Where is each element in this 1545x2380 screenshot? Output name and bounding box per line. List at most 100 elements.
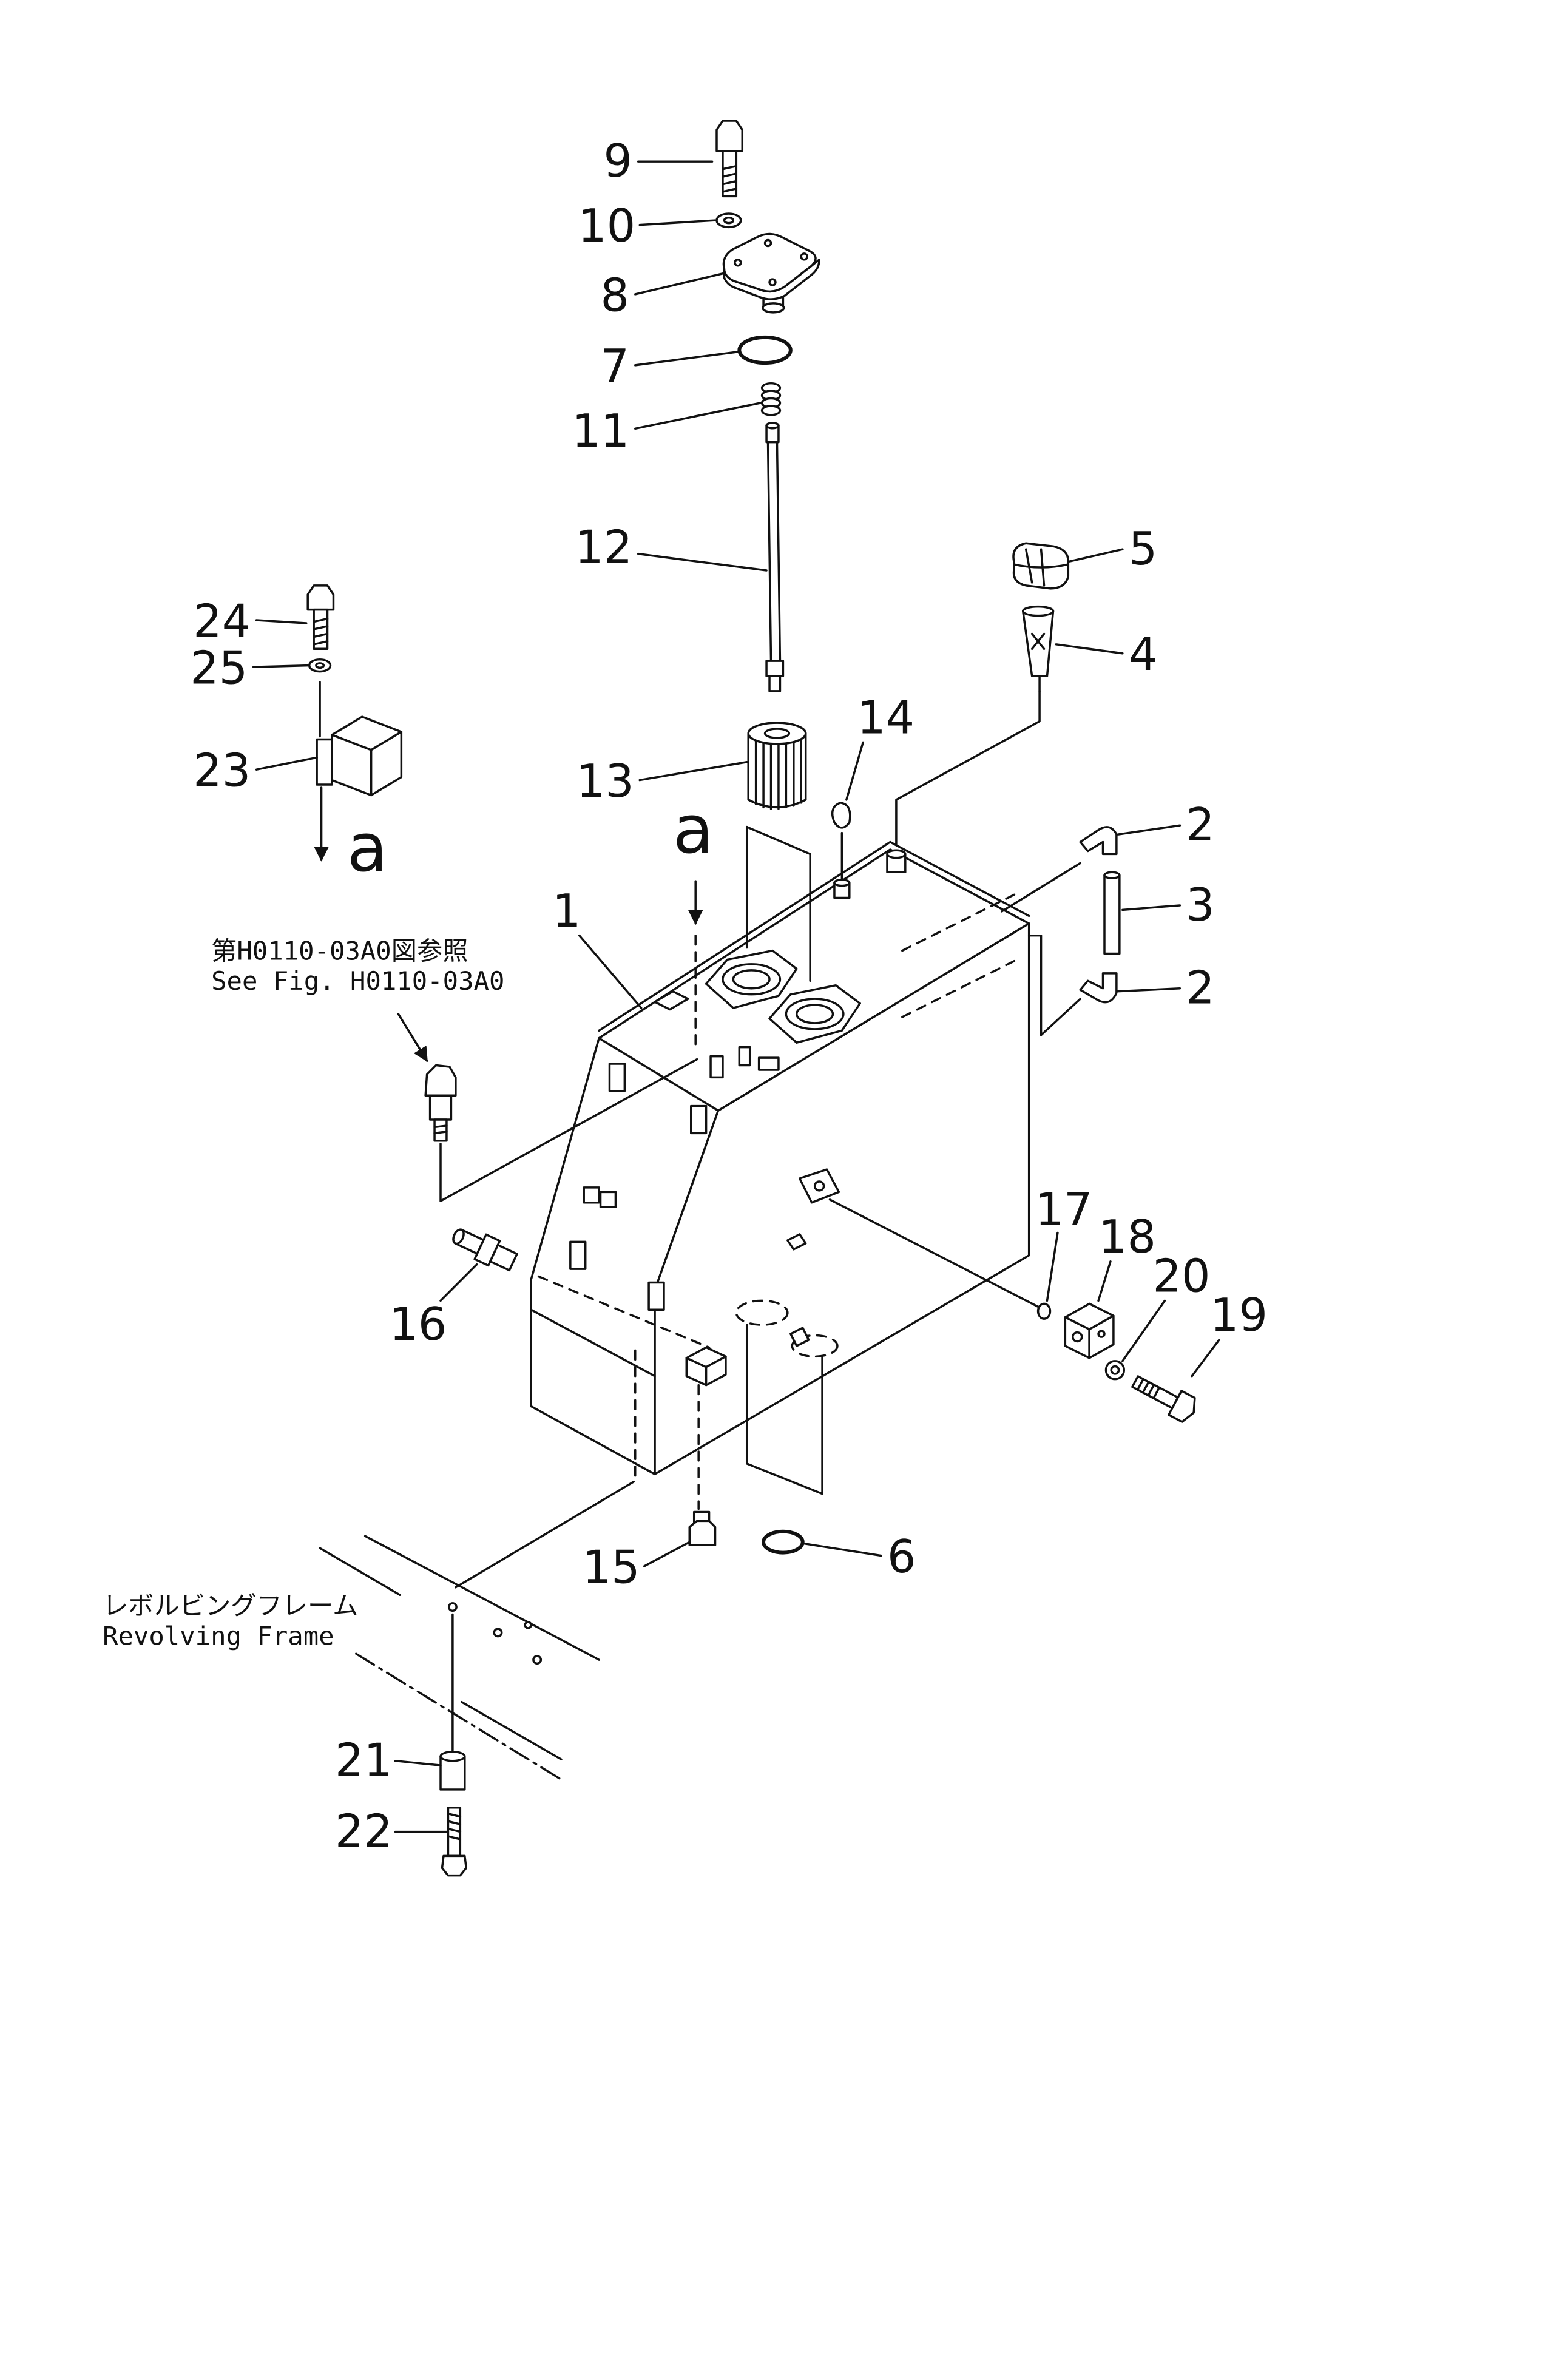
leader-2-lower [1117, 987, 1182, 993]
mount-pad [599, 1191, 617, 1208]
filter-flange-right [768, 984, 861, 1044]
part-24-bolt [306, 584, 335, 651]
leader-1 [578, 934, 643, 1009]
callout-label-14: 14 [857, 692, 914, 745]
tank-top-face [598, 848, 1030, 1112]
callout-label-5: 5 [1129, 522, 1157, 575]
leader-19 [1191, 1339, 1220, 1378]
tank-hidden-line [537, 1275, 711, 1349]
leader-25 [252, 664, 309, 668]
revolving-frame-label-en: Revolving Frame [103, 1621, 334, 1651]
leader-16 [439, 1263, 478, 1302]
part-21-spacer [439, 1751, 466, 1791]
bottom-opening [735, 1299, 789, 1326]
gauge-window [608, 1063, 626, 1092]
callout-label-22: 22 [335, 1805, 393, 1858]
callout-label-1: 1 [552, 885, 581, 938]
part-4-breather-tube [1021, 605, 1055, 692]
top-pad [654, 990, 689, 1011]
part-6-o-ring [762, 1529, 805, 1555]
leader-lines [252, 160, 1220, 1833]
leader-12 [637, 552, 768, 572]
leader-15 [643, 1541, 691, 1567]
part-14-plug [831, 802, 851, 899]
gauge-window [689, 1104, 708, 1135]
filter-to-flange-lines [745, 825, 811, 982]
part-17-o-ring [1036, 1302, 1052, 1320]
filter-flange-left [705, 949, 798, 1009]
callout-label-3: 3 [1186, 879, 1214, 931]
part-8-cover [722, 232, 820, 314]
part-12-rod [765, 422, 785, 692]
revolving-frame-label-jp: レボルビングフレーム [103, 1591, 358, 1621]
part-19-bolt [1131, 1375, 1196, 1423]
leader-18 [1097, 1260, 1112, 1302]
callout-label-20: 20 [1153, 1249, 1211, 1302]
leader-23 [255, 756, 318, 771]
tank-to-elbow-line [1001, 862, 1081, 913]
leader-13 [638, 761, 748, 782]
leader-10 [638, 219, 717, 226]
part-13-filter-element [747, 722, 807, 810]
top-fitting [738, 1046, 751, 1067]
gauge-window [647, 1281, 665, 1311]
callout-label-4: 4 [1129, 628, 1157, 681]
opening-to-o-ring-lines [745, 1324, 823, 1495]
leader-2-upper [1117, 824, 1182, 836]
callout-numbers: 9 10 8 7 11 12 13 14 5 4 2 3 2 24 25 23 … [190, 135, 1268, 1858]
leader-14 [845, 741, 864, 801]
part-11-spring [760, 382, 782, 416]
part-2-elbow-upper [1079, 826, 1118, 856]
gauge-window [569, 1240, 587, 1270]
switch-to-tank-line [439, 1058, 698, 1203]
leader-24 [255, 619, 308, 624]
callout-label-2-upper: 2 [1186, 799, 1214, 851]
part-7-o-ring [737, 335, 793, 365]
side-port-line [828, 1198, 1040, 1308]
tank-top-lip [598, 840, 1030, 1032]
part-15-drain-plug [688, 1510, 717, 1546]
part-5-breather-cap [1012, 542, 1070, 590]
part-20-washer [1104, 1360, 1126, 1381]
part-3-tube [1103, 871, 1121, 955]
callout-label-25: 25 [190, 641, 248, 694]
top-fitting [709, 1055, 724, 1079]
callout-label-12: 12 [575, 521, 632, 574]
see-fig-note-en: See Fig. H0110-03A0 [211, 966, 504, 996]
part-22-bolt [441, 1807, 468, 1877]
callout-label-17: 17 [1035, 1183, 1093, 1236]
callout-label-11: 11 [572, 405, 629, 458]
callout-label-23: 23 [193, 745, 251, 797]
callout-label-15: 15 [583, 1541, 640, 1594]
tank-to-elbow-line [1027, 934, 1081, 1036]
see-fig-note-jp: 第H0110-03A0図参照 [211, 936, 468, 965]
callout-label-8: 8 [601, 269, 629, 322]
bottom-nipple [789, 1327, 810, 1347]
top-fitting [757, 1056, 780, 1071]
leader-3 [1121, 904, 1182, 911]
part-25-washer [308, 658, 332, 673]
leader-4 [1055, 643, 1124, 655]
callout-label-19: 19 [1210, 1289, 1268, 1342]
callout-label-2-lower: 2 [1186, 962, 1214, 1015]
tank-hidden-line [901, 958, 1018, 1018]
tank-to-frame-line [455, 1480, 635, 1589]
side-nipple [786, 1233, 807, 1251]
bottom-opening [791, 1334, 839, 1358]
drain-boss [685, 1346, 727, 1387]
callout-label-9: 9 [604, 135, 632, 188]
callout-label-21: 21 [335, 1734, 393, 1787]
part-10-washer [715, 212, 742, 229]
breather-port-top [886, 849, 907, 859]
leader-17 [1046, 1231, 1059, 1302]
view-ref-a-detail: a [347, 809, 388, 887]
leader-11 [634, 402, 762, 430]
leader-20 [1121, 1299, 1166, 1362]
leader-5 [1069, 548, 1124, 563]
part-16-fitting [452, 1228, 518, 1272]
view-ref-a-tank: a [673, 791, 714, 868]
leader-8 [634, 272, 726, 296]
leader-6 [803, 1542, 882, 1557]
callout-label-13: 13 [576, 755, 634, 808]
